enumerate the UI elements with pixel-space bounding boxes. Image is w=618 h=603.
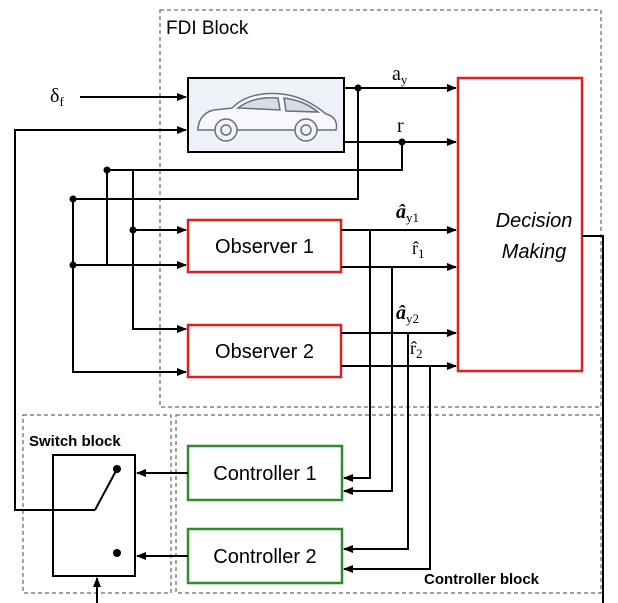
controller-2-block bbox=[186, 527, 344, 585]
observer-1-label: Observer 1 bbox=[215, 236, 314, 258]
fdi-block-region bbox=[159, 9, 602, 408]
ay1-hat-label: ây1 bbox=[396, 201, 419, 225]
controller-1-label: Controller 1 bbox=[213, 463, 316, 485]
switch-box bbox=[52, 454, 136, 577]
decision-label-line1: Decision bbox=[496, 210, 573, 232]
ay2-hat-label: ây2 bbox=[396, 302, 419, 326]
wire-junctions bbox=[69, 84, 406, 269]
car-icon bbox=[197, 92, 338, 142]
observer-2-label: Observer 2 bbox=[215, 341, 314, 363]
observer-1-block bbox=[186, 218, 343, 274]
switch-contact bbox=[113, 549, 121, 557]
controller-2-label: Controller 2 bbox=[213, 546, 316, 568]
controller-1-block bbox=[186, 444, 344, 502]
decision-label-line2: Making bbox=[502, 241, 566, 263]
ay-label: ay bbox=[392, 63, 408, 87]
controller-block-title: Controller block bbox=[424, 571, 540, 588]
switch-lever bbox=[94, 468, 118, 511]
observer-2-block bbox=[186, 323, 343, 379]
r-label: r bbox=[397, 115, 404, 137]
delta-f-label: δf bbox=[50, 85, 64, 109]
switch-block-title: Switch block bbox=[29, 433, 121, 450]
fdi-block-title: FDI Block bbox=[166, 18, 249, 39]
r2-hat-label: r̂2 bbox=[410, 338, 423, 361]
r1-hat-label: r̂1 bbox=[412, 238, 425, 261]
controller-block-region bbox=[175, 414, 602, 594]
decision-making-block bbox=[456, 76, 584, 373]
